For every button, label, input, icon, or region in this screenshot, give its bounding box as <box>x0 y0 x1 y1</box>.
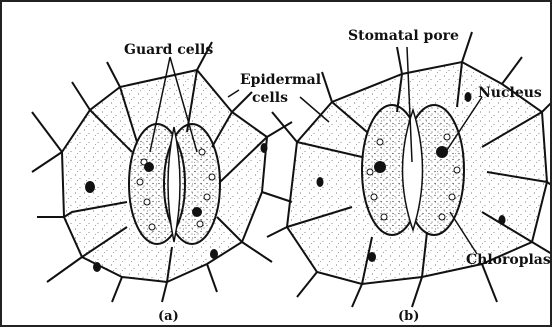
label-nucleus: Nucleus <box>478 85 542 101</box>
label-panel-b: (b) <box>398 309 419 324</box>
label-guard-cells: Guard cells <box>124 42 213 58</box>
nucleus <box>368 252 376 262</box>
nucleus <box>436 146 448 158</box>
nucleus <box>374 161 386 173</box>
nucleus <box>210 249 218 259</box>
nucleus <box>261 143 268 153</box>
nucleus <box>85 181 95 193</box>
label-epidermal-line1: Epidermal <box>240 72 321 88</box>
label-chloroplast: Chloroplast <box>466 252 550 268</box>
epidermal-cells-pointer <box>228 90 239 97</box>
nucleus <box>144 162 154 172</box>
label-stomatal-pore: Stomatal pore <box>348 28 459 44</box>
label-panel-a: (a) <box>158 309 179 324</box>
nucleus <box>317 177 324 187</box>
nucleus <box>499 215 506 225</box>
nucleus <box>465 92 472 102</box>
nucleus <box>192 207 202 217</box>
nucleus <box>93 262 101 272</box>
label-epidermal-line2: cells <box>252 90 288 106</box>
